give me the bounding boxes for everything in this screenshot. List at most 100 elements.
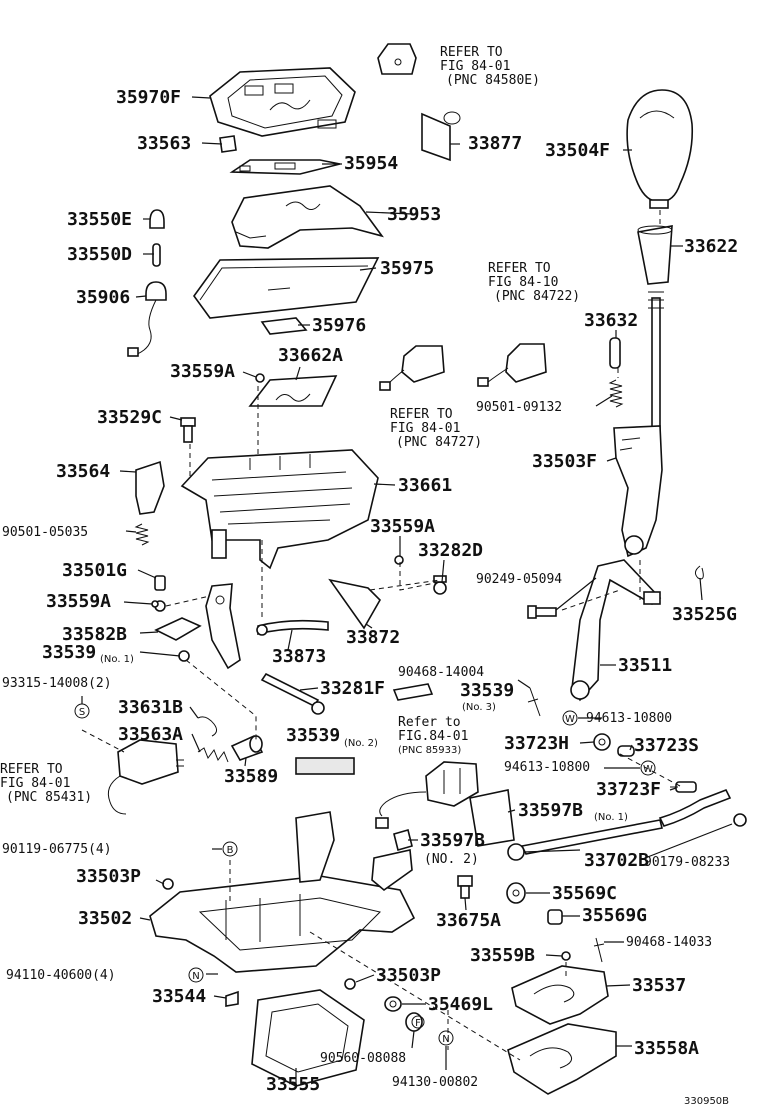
part-33544-drawing <box>225 990 239 1007</box>
part-33550D-drawing <box>152 243 161 267</box>
label-33558A: 33558A <box>634 1038 699 1059</box>
label-33662A: 33662A <box>278 345 343 366</box>
label-33502: 33502 <box>78 908 132 929</box>
label-33873: 33873 <box>272 646 326 667</box>
part-33559A-1-drawing <box>255 373 265 383</box>
label-33503P-2: 33503P <box>376 965 441 986</box>
label-90119-06775: 90119-06775(4) <box>2 842 112 857</box>
part-33281F-drawing <box>260 672 325 715</box>
label-33539-2-note: (No. 2) <box>344 738 378 749</box>
part-labels: 35970F 33563 35954 33877 33504F 35953 33… <box>2 87 738 1107</box>
part-33539-1-drawing <box>178 583 241 670</box>
label-33537: 33537 <box>632 975 686 996</box>
part-33503P-2-drawing <box>344 978 356 990</box>
label-33550D: 33550D <box>67 244 132 265</box>
svg-text:W: W <box>565 714 575 725</box>
label-33559A-3: 33559A <box>46 591 111 612</box>
part-35970F-drawing <box>209 67 356 137</box>
marker-w-icon: W <box>562 710 578 726</box>
part-33559A-2-drawing <box>394 555 404 565</box>
marker-f-icon: F <box>411 1015 425 1029</box>
label-35975: 35975 <box>380 258 434 279</box>
label-33632: 33632 <box>584 310 638 331</box>
label-33589: 33589 <box>224 766 278 787</box>
label-33282D: 33282D <box>418 540 483 561</box>
label-33539-3: 33539 <box>460 680 514 701</box>
label-33559A-2: 33559A <box>370 516 435 537</box>
part-33873-drawing <box>256 619 329 636</box>
label-33631B: 33631B <box>118 697 183 718</box>
svg-text:REFER TO: REFER TO <box>0 762 63 777</box>
label-33503P-1: 33503P <box>76 866 141 887</box>
label-33504F: 33504F <box>545 140 610 161</box>
label-90468-14033: 90468-14033 <box>626 935 712 950</box>
part-33582B-drawing <box>154 617 202 641</box>
part-33631B-drawing <box>197 716 218 737</box>
part-90249-05094-drawing <box>527 605 557 619</box>
part-33559A-3-drawing <box>151 600 159 608</box>
label-94613-10800-b: 94613-10800 <box>504 760 590 775</box>
part-33502-drawing <box>149 811 416 973</box>
part-33550E-drawing <box>149 209 165 229</box>
refer-note-84727: REFER TO FIG 84-01 (PNC 84727) <box>390 407 482 450</box>
part-90468-14004-drawing <box>527 687 541 717</box>
svg-text:REFER TO: REFER TO <box>440 45 503 60</box>
svg-text:Refer to: Refer to <box>398 715 461 730</box>
label-33597B-2: 33597B <box>420 830 485 851</box>
svg-text:F: F <box>415 1018 421 1029</box>
part-33555-drawing <box>251 989 365 1087</box>
label-35953: 35953 <box>387 204 441 225</box>
svg-text:REFER TO: REFER TO <box>488 261 551 276</box>
part-90468-14033-drawing <box>593 937 605 963</box>
label-33877: 33877 <box>468 133 522 154</box>
svg-text:N: N <box>192 971 199 982</box>
marker-s-icon: S <box>74 703 90 719</box>
svg-text:FIG 84-01: FIG 84-01 <box>390 421 460 436</box>
label-33539-1: 33539 <box>42 642 96 663</box>
svg-text:S: S <box>79 707 85 718</box>
label-90501-09132: 90501-09132 <box>476 400 562 415</box>
part-33525G-drawing <box>694 565 704 580</box>
label-33563A: 33563A <box>118 724 183 745</box>
part-33558A-drawing <box>507 1023 617 1095</box>
label-90501-05035: 90501-05035 <box>2 525 88 540</box>
label-93315-14008: 93315-14008(2) <box>2 676 112 691</box>
svg-text:B: B <box>227 845 234 856</box>
refer-note-84580E: REFER TO FIG 84-01 (PNC 84580E) <box>440 45 540 88</box>
marker-b-icon: B <box>222 841 238 857</box>
label-33872: 33872 <box>346 627 400 648</box>
part-33723H-drawing <box>593 733 611 751</box>
connector-85933-drawing <box>375 761 515 851</box>
part-33877-drawing <box>421 111 461 162</box>
label-33622: 33622 <box>684 236 738 257</box>
part-33702B-drawing <box>507 788 732 861</box>
leader-lines <box>81 96 733 1084</box>
label-33559A-1: 33559A <box>170 361 235 382</box>
svg-text:(PNC 84722): (PNC 84722) <box>494 289 580 304</box>
label-33529C: 33529C <box>97 407 162 428</box>
part-33503P-1-drawing <box>162 878 174 890</box>
part-33675A-drawing <box>457 875 473 899</box>
part-35976-drawing <box>260 317 308 335</box>
label-35569G: 35569G <box>582 905 647 926</box>
part-33661-drawing <box>180 449 379 570</box>
svg-text:FIG.84-01: FIG.84-01 <box>398 729 468 744</box>
refer-note-85933: Refer to FIG.84-01 (PNC 85933) <box>398 715 468 756</box>
part-35569C-drawing <box>506 882 526 904</box>
part-33563-drawing <box>219 135 237 153</box>
label-33702B: 33702B <box>584 850 649 871</box>
part-35975-drawing <box>193 257 380 319</box>
label-33723H: 33723H <box>504 733 569 754</box>
label-33501G: 33501G <box>62 560 127 581</box>
svg-text:(PNC 85431): (PNC 85431) <box>6 790 92 805</box>
label-35569C: 35569C <box>552 883 617 904</box>
label-33555: 33555 <box>266 1074 320 1095</box>
svg-text:FIG 84-01: FIG 84-01 <box>0 776 70 791</box>
figure-id: 330950B <box>684 1096 729 1107</box>
label-90179-08233: 90179-08233 <box>644 855 730 870</box>
label-94110-40600: 94110-40600(4) <box>6 968 116 983</box>
part-33589-drawing <box>230 734 264 761</box>
label-94130-00802: 94130-00802 <box>392 1075 478 1090</box>
part-33622-drawing <box>637 225 673 285</box>
connector-84580E-drawing <box>377 43 417 75</box>
